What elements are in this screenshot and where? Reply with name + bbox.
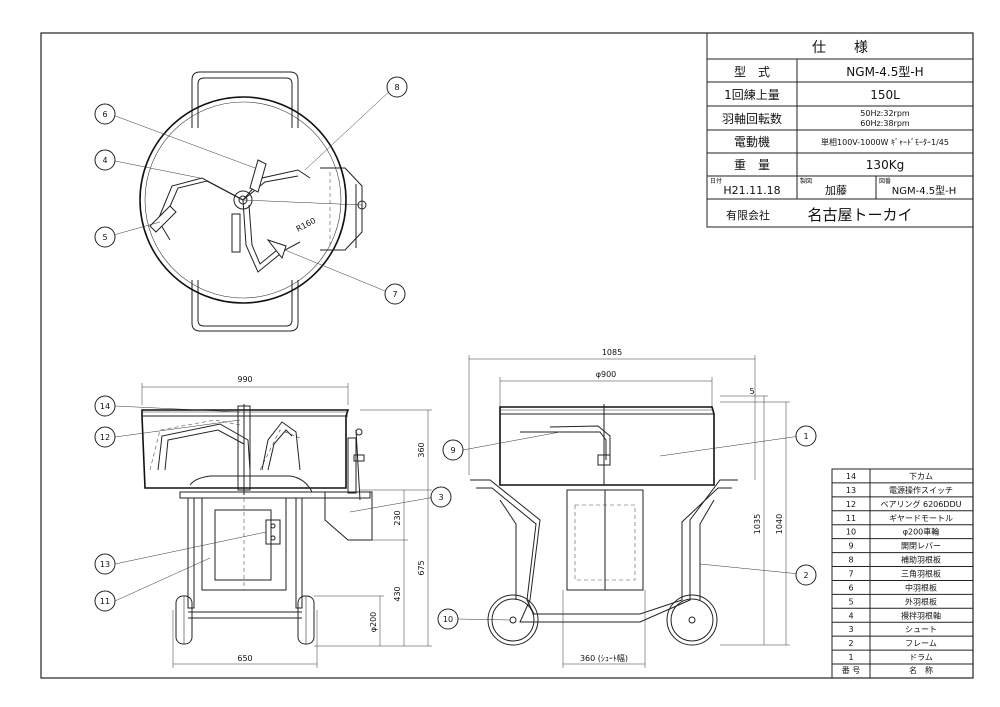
parts-header-no: 番 号 (842, 665, 861, 675)
dim-h360: 360 (417, 442, 426, 457)
parts-row-name: 開閉レバー (901, 542, 941, 551)
callout-13: 13 (100, 560, 110, 569)
dim-h675: 675 (417, 560, 426, 575)
parts-row-no: 13 (846, 486, 856, 495)
parts-row-no: 4 (848, 611, 853, 620)
parts-row-no: 10 (846, 528, 856, 537)
drafter-value: 加藤 (825, 184, 847, 197)
callout-8: 8 (394, 83, 399, 92)
parts-row-name: 攪拌羽根軸 (901, 610, 941, 620)
parts-row-no: 6 (848, 583, 853, 592)
company-name: 名古屋トーカイ (807, 206, 912, 224)
parts-row-name: シュート (905, 625, 937, 634)
parts-row-name: 中羽根板 (905, 582, 937, 592)
parts-row-name: ギヤードモートル (889, 514, 953, 523)
drawing-border (40, 32, 974, 679)
company-prefix: 有限会社 (726, 208, 770, 222)
dim-h5: 5 (749, 387, 754, 396)
dim-wheel-dia: φ200 (369, 612, 378, 633)
spec-label-motor: 電動機 (734, 134, 770, 149)
drawing-no-value: NGM-4.5型-H (892, 184, 957, 197)
parts-row-no: 14 (846, 472, 856, 481)
callout-14: 14 (100, 402, 110, 411)
callout-2: 2 (803, 571, 808, 580)
callout-11: 11 (100, 597, 110, 606)
callout-12: 12 (100, 433, 110, 442)
spec-title: 仕 様 (812, 40, 868, 56)
spec-value-motor: 単相100V-1000W ｷﾞｬｰﾄﾞﾓｰﾀｰ1/45 (821, 137, 949, 147)
parts-row-no: 1 (848, 653, 853, 662)
dim-h1035: 1035 (753, 514, 762, 534)
parts-row-name: 電源操作スイッチ (889, 485, 953, 495)
spec-value-batch: 150L (870, 88, 900, 102)
parts-row-name: ドラム (909, 653, 933, 662)
parts-row-name: 三角羽根板 (901, 568, 941, 578)
callout-1: 1 (803, 432, 808, 441)
spec-value-model: NGM-4.5型-H (846, 65, 923, 79)
parts-row-no: 3 (848, 625, 853, 634)
spec-label-batch: 1回練上量 (724, 88, 780, 102)
dim-h230: 230 (393, 510, 402, 525)
date-value: H21.11.18 (723, 184, 780, 197)
dim-radius: R160 (295, 216, 318, 234)
callout-6: 6 (102, 110, 107, 119)
dim-drum-dia: φ900 (596, 370, 617, 379)
drafter-caption: 製図 (800, 177, 812, 185)
spec-value-weight: 130Kg (866, 158, 904, 172)
spec-value-rpm-50: 50Hz:32rpm (860, 109, 910, 118)
spec-table: 仕 様 型 式 NGM-4.5型-H 1回練上量 150L 羽軸回転数 50Hz… (706, 32, 974, 228)
callout-7: 7 (392, 290, 397, 299)
parts-header-name: 名 称 (909, 665, 933, 675)
dim-front-width: 990 (237, 375, 252, 384)
dim-chute-width: 360 (ｼｭｰﾄ幅) (580, 653, 628, 663)
callout-3: 3 (438, 493, 443, 502)
side-view: 1085 φ900 360 (ｼｭｰﾄ幅) (468, 348, 790, 668)
parts-row-no: 7 (848, 569, 853, 578)
parts-row-name: フレーム (905, 639, 937, 648)
top-view: R160 (139, 71, 367, 332)
parts-row-no: 9 (848, 542, 853, 551)
spec-label-model: 型 式 (734, 65, 770, 79)
parts-row-name: 下カム (909, 472, 933, 481)
drawing-no-caption: 図番 (879, 178, 891, 185)
callout-10: 10 (443, 615, 453, 624)
dim-front-base: 650 (237, 654, 252, 663)
spec-label-weight: 重 量 (734, 158, 770, 172)
dim-side-width: 1085 (602, 348, 622, 357)
dim-h430: 430 (393, 586, 402, 601)
parts-row-no: 11 (846, 514, 856, 523)
parts-row-name: φ200車輪 (903, 527, 940, 537)
callout-5: 5 (102, 233, 107, 242)
spec-value-rpm-60: 60Hz:38rpm (860, 119, 910, 128)
parts-row-no: 5 (848, 597, 853, 606)
spec-label-rpm: 羽軸回転数 (722, 111, 782, 126)
callout-9: 9 (450, 446, 455, 455)
parts-row-no: 2 (848, 639, 853, 648)
callout-4: 4 (102, 156, 107, 165)
dim-h1040: 1040 (775, 514, 784, 534)
parts-row-name: 補助羽根板 (901, 555, 941, 565)
parts-row-name: ベアリング 6206DDU (880, 499, 961, 509)
parts-row-name: 外羽根板 (905, 596, 937, 606)
front-view: 990 (141, 375, 432, 668)
parts-row-no: 8 (848, 556, 853, 565)
callouts: 6 4 5 8 7 14 12 13 11 3 9 10 (94, 76, 817, 630)
parts-row-no: 12 (846, 500, 856, 509)
date-caption: 日付 (710, 177, 722, 185)
